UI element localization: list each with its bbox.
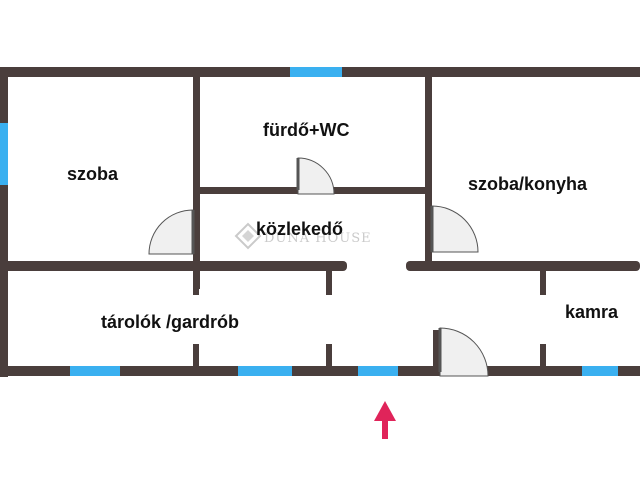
stub-bottom-2 xyxy=(326,344,332,372)
door-szoba xyxy=(148,209,195,255)
wall-middle-right xyxy=(406,261,640,271)
wall-szoba-furdo xyxy=(193,67,200,289)
duna-house-logo-icon xyxy=(234,222,262,250)
wall-middle-left xyxy=(0,261,347,271)
stub-top-1 xyxy=(193,265,199,295)
wall-furdo-konyha xyxy=(425,67,432,269)
stub-bottom-4 xyxy=(540,344,546,372)
watermark: DUNA HOUSE xyxy=(234,222,372,250)
outer-wall-bottom xyxy=(0,366,640,376)
doors xyxy=(148,157,489,377)
room-label-szoba-konyha: szoba/konyha xyxy=(468,174,588,194)
stub-top-3 xyxy=(540,265,546,295)
window-bottom-2 xyxy=(238,366,292,376)
stub-top-2 xyxy=(326,265,332,295)
room-label-furdo: fürdő+WC xyxy=(263,120,349,140)
door-szoba-konyha xyxy=(430,205,479,253)
window-left xyxy=(0,123,8,185)
stub-bottom-1 xyxy=(193,344,199,372)
window-bottom-1 xyxy=(70,366,120,376)
room-label-tarolok: tárolók /gardrób xyxy=(101,312,239,332)
entrance-arrow-icon xyxy=(374,401,396,439)
stub-bottom-3 xyxy=(433,330,439,372)
door-furdo xyxy=(296,157,335,195)
room-label-kozlekedo: közlekedő xyxy=(256,219,343,239)
door-entrance xyxy=(438,327,489,377)
room-label-szoba: szoba xyxy=(67,164,119,184)
windows xyxy=(0,67,618,376)
window-bottom-4 xyxy=(582,366,618,376)
window-top xyxy=(290,67,342,77)
outer-wall-left xyxy=(0,67,8,377)
room-label-kamra: kamra xyxy=(565,302,619,322)
window-bottom-3 xyxy=(358,366,398,376)
watermark-brand: DUNA HOUSE xyxy=(264,231,372,246)
